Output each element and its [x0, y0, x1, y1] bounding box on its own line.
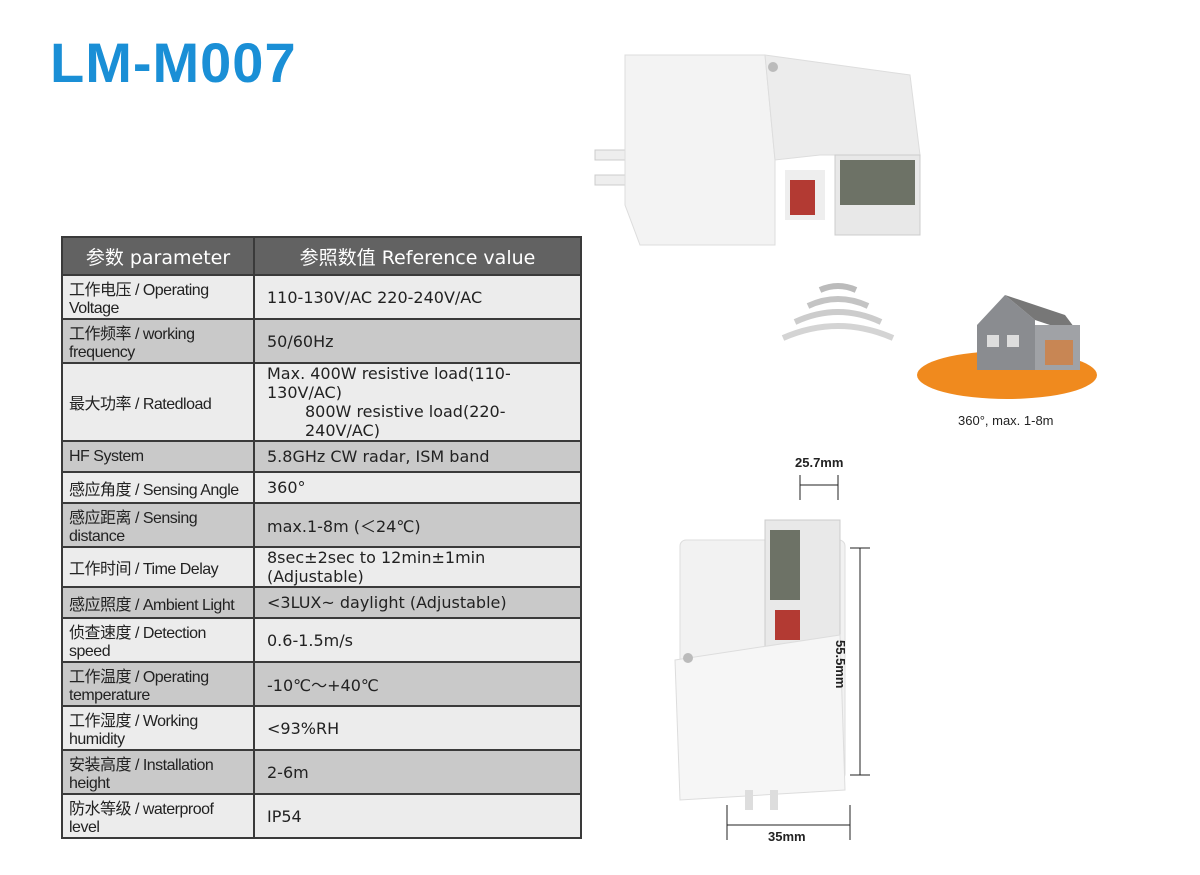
value-cell: 110-130V/AC 220-240V/AC — [253, 274, 582, 320]
value-cell: IP54 — [253, 793, 582, 839]
detection-caption: 360°, max. 1-8m — [958, 413, 1054, 428]
sensor-product-image-top — [594, 54, 921, 246]
param-cell: 最大功率 / Ratedload — [61, 362, 255, 442]
header-value: 参照数值 Reference value — [253, 236, 582, 276]
value-cell: <3LUX~ daylight (Adjustable) — [253, 586, 582, 619]
product-title: LM-M007 — [50, 31, 297, 94]
value-cell: Max. 400W resistive load(110-130V/AC)800… — [253, 362, 582, 442]
value-cell: 50/60Hz — [253, 318, 582, 364]
header-parameter: 参数 parameter — [61, 236, 255, 276]
value-line-2: 800W resistive load(220-240V/AC) — [305, 402, 506, 440]
value-cell: -10℃～+40℃ — [253, 661, 582, 707]
param-cell: 安装高度 / Installation height — [61, 749, 255, 795]
table-row: 感应照度 / Ambient Light<3LUX~ daylight (Adj… — [61, 586, 582, 619]
value-cell: 2-6m — [253, 749, 582, 795]
param-cell: 感应距离 / Sensing distance — [61, 502, 255, 548]
param-cell: 感应角度 / Sensing Angle — [61, 471, 255, 504]
house-detection-area-icon — [917, 295, 1097, 399]
value-cell: 8sec±2sec to 12min±1min (Adjustable) — [253, 546, 582, 588]
sensor-product-image-dimensions — [674, 475, 870, 840]
param-cell: 工作时间 / Time Delay — [61, 546, 255, 588]
dimension-height: 55.5mm — [833, 640, 848, 689]
table-header: 参数 parameter 参照数值 Reference value — [61, 236, 582, 276]
spec-table: 参数 parameter 参照数值 Reference value 工作电压 /… — [61, 236, 582, 839]
value-cell: 5.8GHz CW radar, ISM band — [253, 440, 582, 473]
param-cell: 工作频率 / working frequency — [61, 318, 255, 364]
value-line-1: Max. 400W resistive load(110-130V/AC) — [267, 364, 511, 402]
value-cell: max.1-8m (＜24℃) — [253, 502, 582, 548]
param-cell: 工作湿度 / Working humidity — [61, 705, 255, 751]
param-cell: 侦查速度 / Detection speed — [61, 617, 255, 663]
dimension-width-top: 25.7mm — [795, 455, 844, 470]
table-row: 工作湿度 / Working humidity<93%RH — [61, 705, 582, 751]
radar-waves-icon — [781, 283, 895, 341]
value-cell: <93%RH — [253, 705, 582, 751]
param-cell: 工作温度 / Operating temperature — [61, 661, 255, 707]
param-cell: 防水等级 / waterproof level — [61, 793, 255, 839]
value-cell: 0.6-1.5m/s — [253, 617, 582, 663]
table-row: 工作温度 / Operating temperature-10℃～+40℃ — [61, 661, 582, 707]
dimension-width-bottom: 35mm — [768, 829, 806, 844]
value-cell: 360° — [253, 471, 582, 504]
param-cell: 工作电压 / Operating Voltage — [61, 274, 255, 320]
param-cell: 感应照度 / Ambient Light — [61, 586, 255, 619]
param-cell: HF System — [61, 440, 255, 473]
